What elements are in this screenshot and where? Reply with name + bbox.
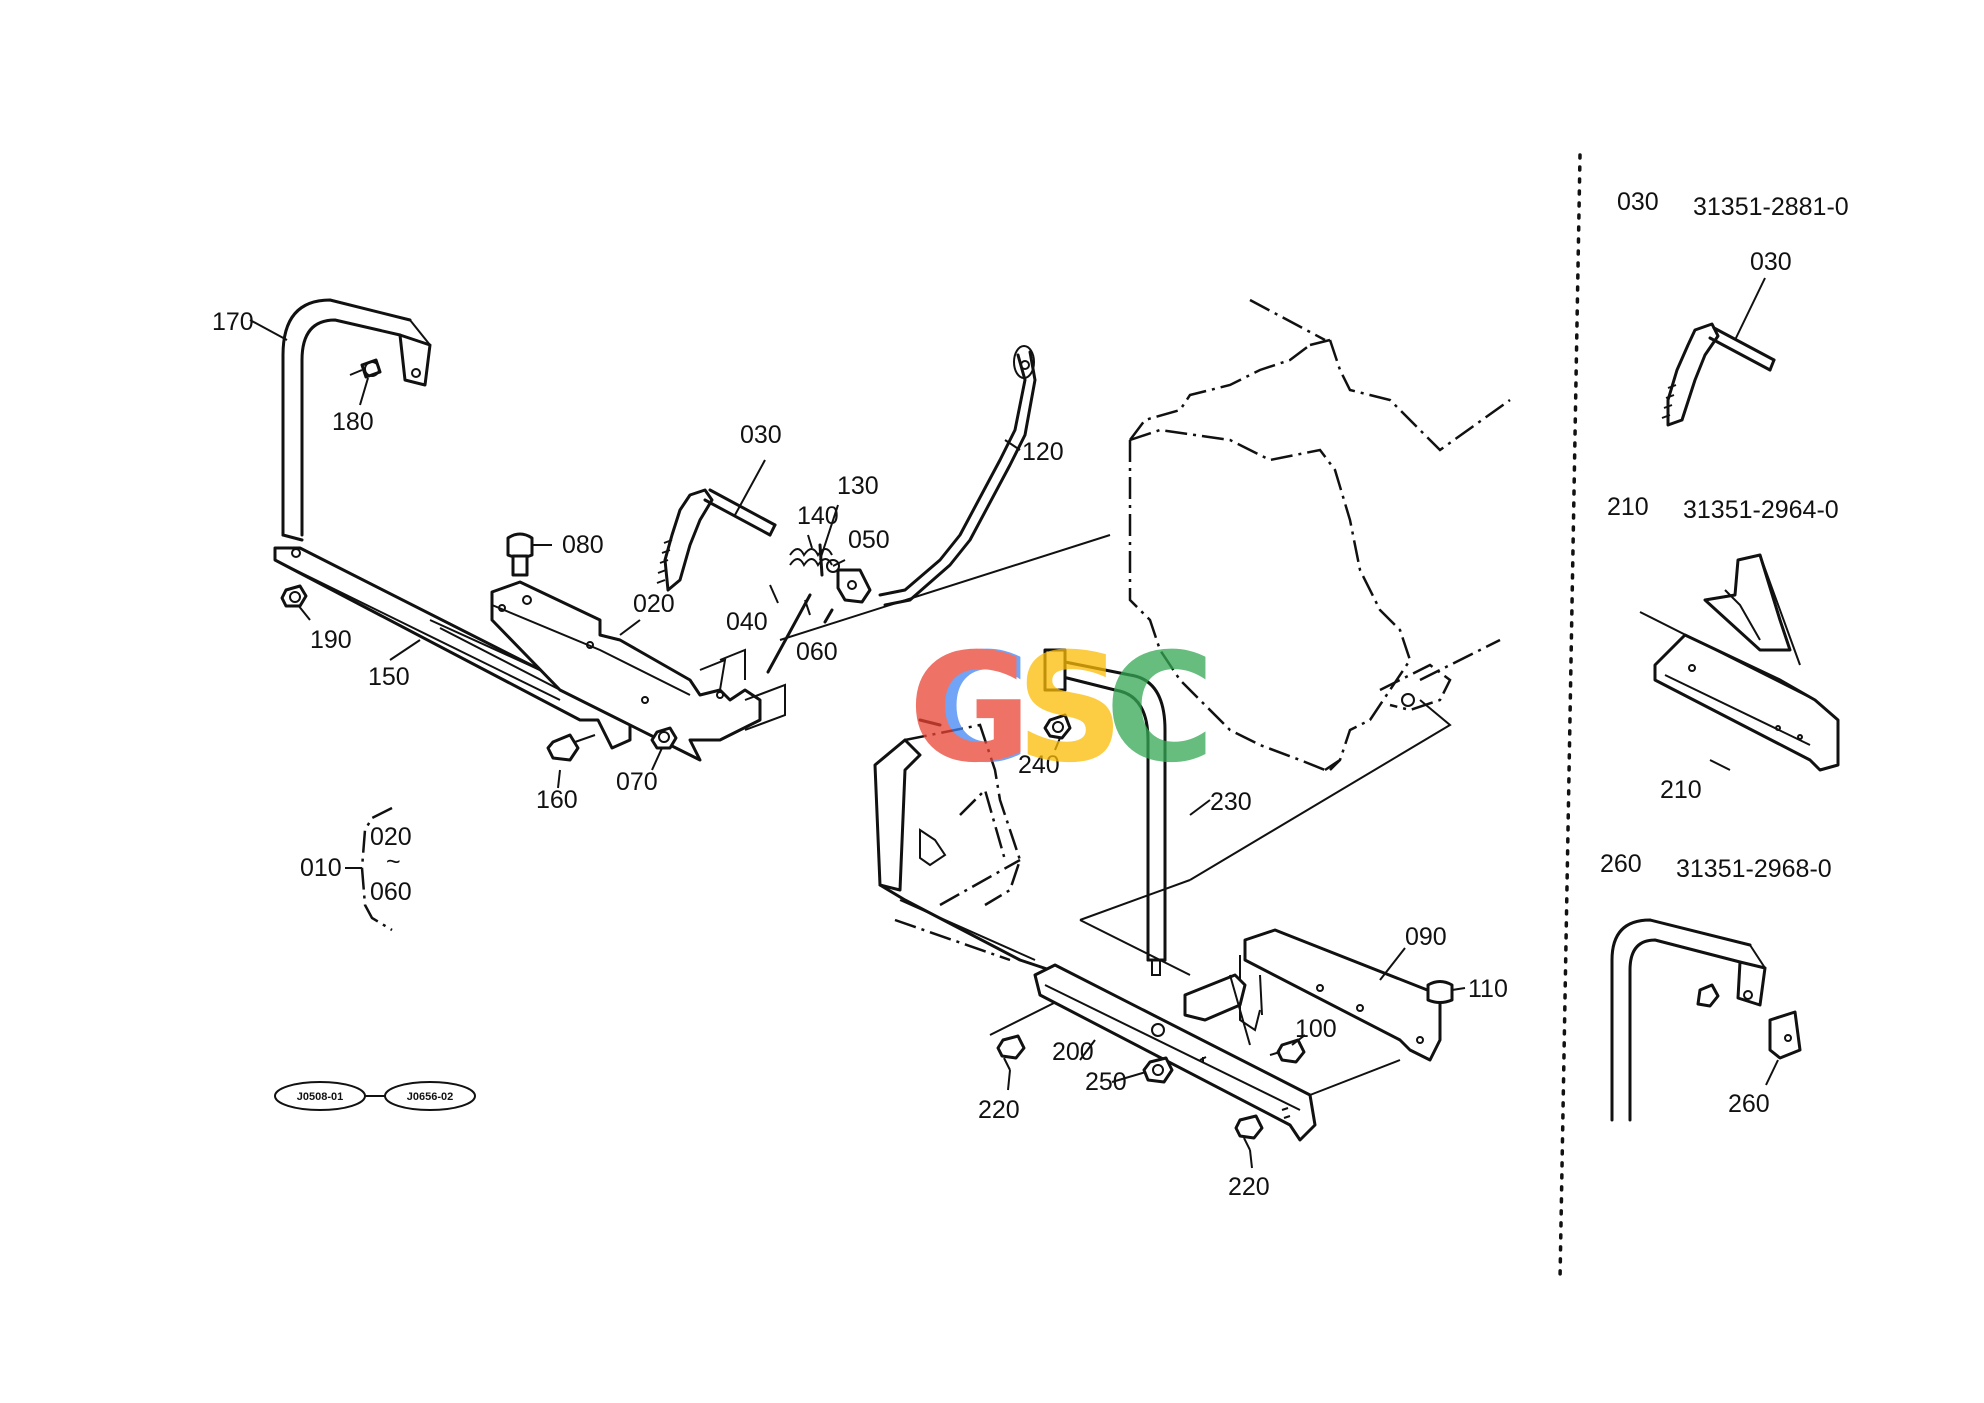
label-160: 160 (536, 786, 578, 814)
label-050: 050 (848, 526, 890, 554)
label-150: 150 (368, 663, 410, 691)
assembly-010-group: 010 020 ~ 060 (300, 806, 412, 932)
detail-210-bracket (1639, 553, 1840, 772)
detail-panel: 030 31351-2881-0 030 210 31351-2964-0 21… (1600, 188, 1849, 1122)
part-020-bracket (490, 580, 786, 762)
detail-260-key: 260 (1600, 850, 1642, 878)
label-230: 230 (1210, 788, 1252, 816)
floor-plate-outline (779, 534, 1452, 1096)
detail-210-part-number: 31351-2964-0 (1683, 496, 1839, 524)
label-190: 190 (310, 626, 352, 654)
part-230-post (1043, 648, 1167, 976)
detail-260-callout: 260 (1728, 1090, 1770, 1118)
part-110-knob (1426, 980, 1454, 1004)
part-220-bolt-a (996, 1034, 1026, 1071)
label-180: 180 (332, 408, 374, 436)
reference-tag-2: J0656-02 (407, 1091, 454, 1103)
label-200: 200 (1052, 1038, 1094, 1066)
part-190-nut (280, 584, 308, 608)
label-060: 060 (796, 638, 838, 666)
part-250-nut (1142, 1056, 1174, 1084)
part-060-rod (766, 593, 834, 674)
detail-260-part-number: 31351-2968-0 (1676, 855, 1832, 883)
side-guard-panel (873, 718, 1052, 972)
detail-210-key: 210 (1607, 493, 1649, 521)
label-140: 140 (797, 502, 839, 530)
assembly-tilde: ~ (386, 848, 401, 876)
reference-tags: J0508-01 J0656-02 (274, 1081, 476, 1111)
label-220-b: 220 (1228, 1173, 1270, 1201)
part-170-handle (281, 298, 432, 542)
watermark-letter-4: C (1105, 622, 1215, 796)
label-100: 100 (1295, 1015, 1337, 1043)
label-250: 250 (1085, 1068, 1127, 1096)
part-050-link (826, 559, 872, 604)
part-200-frame (1033, 963, 1317, 1142)
label-130: 130 (837, 472, 879, 500)
detail-030-lever (1661, 322, 1776, 427)
label-120: 120 (1022, 438, 1064, 466)
label-080: 080 (562, 531, 604, 559)
part-180-bolt (349, 358, 382, 379)
detail-030-part-number: 31351-2881-0 (1693, 193, 1849, 221)
part-160-bolt (546, 733, 596, 762)
assembly-parent-label: 010 (300, 854, 342, 882)
label-110: 110 (1468, 975, 1508, 1003)
watermark-letter-2: G (908, 622, 1031, 796)
part-150-frame (273, 546, 632, 750)
watermark-logo: C G S C (908, 622, 1215, 796)
detail-divider (1558, 153, 1582, 1282)
part-220-bolt-b (1234, 1114, 1264, 1151)
reference-tag-1: J0508-01 (297, 1091, 344, 1103)
detail-260-handle (1610, 918, 1802, 1122)
part-100-bolt (1269, 1038, 1306, 1064)
label-030: 030 (740, 421, 782, 449)
detail-030-callout: 030 (1750, 248, 1792, 276)
label-020: 020 (633, 590, 675, 618)
part-090-bracket (1183, 928, 1442, 1062)
part-labels: 170 180 030 120 130 140 050 080 020 040 … (212, 308, 1508, 1201)
watermark-letter-1: C (920, 622, 1030, 796)
label-170: 170 (212, 308, 254, 336)
assembly-from-label: 020 (370, 823, 412, 851)
label-040: 040 (726, 608, 768, 636)
label-070: 070 (616, 768, 658, 796)
detail-210-callout: 210 (1660, 776, 1702, 804)
watermark-letter-3: S (1016, 622, 1124, 796)
part-070-bolt (650, 726, 678, 750)
engine-outline (1128, 298, 1511, 772)
detail-030-key: 030 (1617, 188, 1659, 216)
part-080-knob (506, 532, 534, 577)
part-120-rod (878, 345, 1037, 607)
assembly-to-label: 060 (370, 878, 412, 906)
label-240: 240 (1018, 751, 1060, 779)
label-220-a: 220 (978, 1096, 1020, 1124)
leader-lines (249, 319, 1466, 1169)
part-040-spring (789, 548, 833, 567)
part-030-lever (656, 488, 777, 592)
part-240-bolt (1043, 713, 1072, 740)
label-090: 090 (1405, 923, 1447, 951)
